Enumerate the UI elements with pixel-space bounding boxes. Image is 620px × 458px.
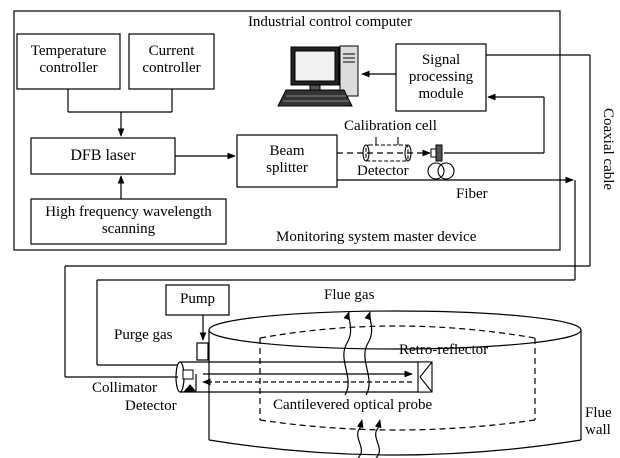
- pump-box: [165, 284, 230, 316]
- industrial-control-computer-label: Industrial control computer: [247, 14, 413, 30]
- coaxial-cable-label: Coaxial cable: [600, 108, 616, 191]
- computer-icon: [277, 45, 359, 107]
- master-device-label: Monitoring system master device: [276, 229, 477, 245]
- detector-label: Detector: [357, 163, 409, 179]
- beam-splitter-box: [236, 134, 338, 188]
- flue-wall-label: Flue wall: [585, 405, 612, 438]
- hf-scanning-label: High frequency wavelength scanning: [45, 204, 212, 237]
- dfb-laser-label: DFB laser: [70, 147, 136, 164]
- calibration-cell-icon: [362, 137, 412, 162]
- master-device-frame: [13, 10, 561, 251]
- field-detector-label: Detector: [125, 398, 177, 414]
- collimator-label: Collimator: [92, 380, 157, 396]
- flue-gas-label: Flue gas: [324, 287, 375, 303]
- collimator-icon: [182, 369, 198, 393]
- flue-wall-top: [208, 310, 582, 350]
- hf-scanning-box: [30, 198, 227, 245]
- calibration-cell-label: Calibration cell: [344, 118, 437, 134]
- cantilevered-probe-label: Cantilevered optical probe: [273, 397, 433, 413]
- fiber-coil-icon: [427, 162, 455, 180]
- signal-processing-box: [395, 43, 487, 112]
- retro-reflector-icon: [417, 361, 433, 393]
- beam-splitter-label: Beam splitter: [266, 143, 308, 176]
- detector-icon: [430, 144, 443, 162]
- purge-gas-label: Purge gas: [114, 327, 173, 343]
- fiber-label: Fiber: [456, 186, 488, 202]
- temperature-controller-label: Temperature controller: [30, 43, 107, 76]
- purge-gas-valve: [196, 342, 209, 361]
- pump-label: Pump: [179, 291, 215, 307]
- signal-processing-label: Signal processing module: [408, 52, 474, 102]
- retro-reflector-label: Retro-reflector: [399, 342, 489, 358]
- current-controller-label: Current controller: [142, 43, 201, 76]
